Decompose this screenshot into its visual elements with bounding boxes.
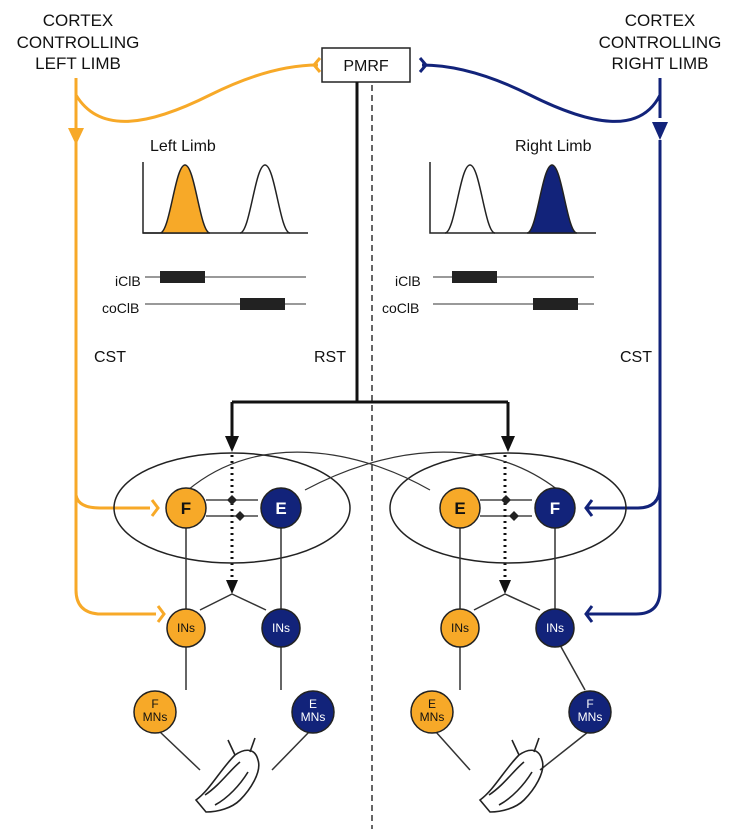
inhibitory-diamonds bbox=[227, 495, 519, 521]
left-mn-f-line1: F bbox=[151, 697, 158, 711]
rst-pathway bbox=[230, 82, 510, 440]
header-right-line2: CONTROLLING bbox=[599, 33, 722, 52]
commissural-paths bbox=[187, 451, 559, 491]
right-mn-e-line2: MNs bbox=[420, 710, 445, 724]
cst-left-label: CST bbox=[94, 349, 126, 366]
right-limb-title: Right Limb bbox=[515, 138, 592, 155]
right-mn-f-line2: MNs bbox=[578, 710, 603, 724]
header-left-line2: CONTROLLING bbox=[17, 33, 140, 52]
right-ins-f-label: INs bbox=[546, 621, 564, 635]
right-cpg-ellipse bbox=[389, 452, 627, 564]
left-ins-e-label: INs bbox=[272, 621, 290, 635]
left-trace2-burst bbox=[240, 298, 285, 310]
left-mn-e-line1: E bbox=[309, 697, 317, 711]
left-trace2-label: coClB bbox=[102, 300, 139, 316]
header-right-line1: CORTEX bbox=[625, 11, 696, 30]
header-left-line1: CORTEX bbox=[43, 11, 114, 30]
cst-right-label: CST bbox=[620, 349, 652, 366]
left-ins-f-label: INs bbox=[177, 621, 195, 635]
header-right-line3: RIGHT LIMB bbox=[612, 54, 709, 73]
left-mn-f: F MNs bbox=[133, 690, 177, 734]
left-limb-title: Left Limb bbox=[150, 138, 216, 155]
right-mn-f-line1: F bbox=[586, 697, 593, 711]
rst-label: RST bbox=[314, 349, 346, 366]
header-right: CORTEX CONTROLLING RIGHT LIMB bbox=[599, 11, 722, 73]
left-cell-f: F bbox=[165, 487, 207, 529]
right-ins-e: INs bbox=[440, 608, 480, 648]
left-mn-f-line2: MNs bbox=[143, 710, 168, 724]
left-ins-f: INs bbox=[166, 608, 206, 648]
right-trace1-burst bbox=[452, 271, 497, 283]
left-cell-e: E bbox=[260, 487, 302, 529]
right-trace1-label: iClB bbox=[395, 273, 421, 289]
left-mn-e-line2: MNs bbox=[301, 710, 326, 724]
header-left-line3: LEFT LIMB bbox=[35, 54, 121, 73]
rst-arrow-left bbox=[225, 436, 239, 452]
right-cell-f-label: F bbox=[550, 499, 560, 518]
cpg-to-ins bbox=[159, 528, 589, 771]
dotted-arrow-left bbox=[226, 580, 238, 594]
left-cpg-ellipse bbox=[113, 452, 351, 564]
cst-left-arrow bbox=[68, 128, 84, 145]
right-mn-f: F MNs bbox=[568, 690, 612, 734]
right-ins-e-label: INs bbox=[451, 621, 469, 635]
left-joint-sketch bbox=[194, 737, 260, 813]
dotted-arrow-right bbox=[499, 580, 511, 594]
right-peak-filled bbox=[526, 164, 578, 234]
right-joint-sketch bbox=[478, 737, 544, 813]
left-peak-open bbox=[239, 164, 291, 234]
pmrf-box: PMRF bbox=[321, 47, 411, 83]
left-ins-e: INs bbox=[261, 608, 301, 648]
inhibitory-links bbox=[206, 499, 532, 517]
left-peak-filled bbox=[159, 164, 211, 234]
left-trace1-label: iClB bbox=[115, 273, 141, 289]
right-mn-e-line1: E bbox=[428, 697, 436, 711]
right-peak-open bbox=[444, 164, 496, 234]
cst-left-pathway bbox=[74, 57, 322, 623]
right-trace2-burst bbox=[533, 298, 578, 310]
right-limb-panel: Right Limb iClB coClB bbox=[382, 138, 596, 316]
left-cell-f-label: F bbox=[181, 499, 191, 518]
left-limb-panel: Left Limb iClB coClB bbox=[102, 138, 308, 316]
right-mn-e: E MNs bbox=[410, 690, 454, 734]
right-cell-f: F bbox=[534, 487, 576, 529]
left-mn-e: E MNs bbox=[291, 690, 335, 734]
left-trace1-burst bbox=[160, 271, 205, 283]
right-cell-e: E bbox=[439, 487, 481, 529]
cst-right-arrow bbox=[652, 122, 668, 140]
header-left: CORTEX CONTROLLING LEFT LIMB bbox=[17, 11, 140, 73]
right-cell-e-label: E bbox=[454, 499, 465, 518]
left-cell-e-label: E bbox=[275, 499, 286, 518]
right-ins-f: INs bbox=[535, 608, 575, 648]
right-trace2-label: coClB bbox=[382, 300, 419, 316]
rst-arrow-right bbox=[501, 436, 515, 452]
pmrf-label: PMRF bbox=[343, 58, 389, 75]
cst-right-pathway bbox=[418, 57, 662, 623]
